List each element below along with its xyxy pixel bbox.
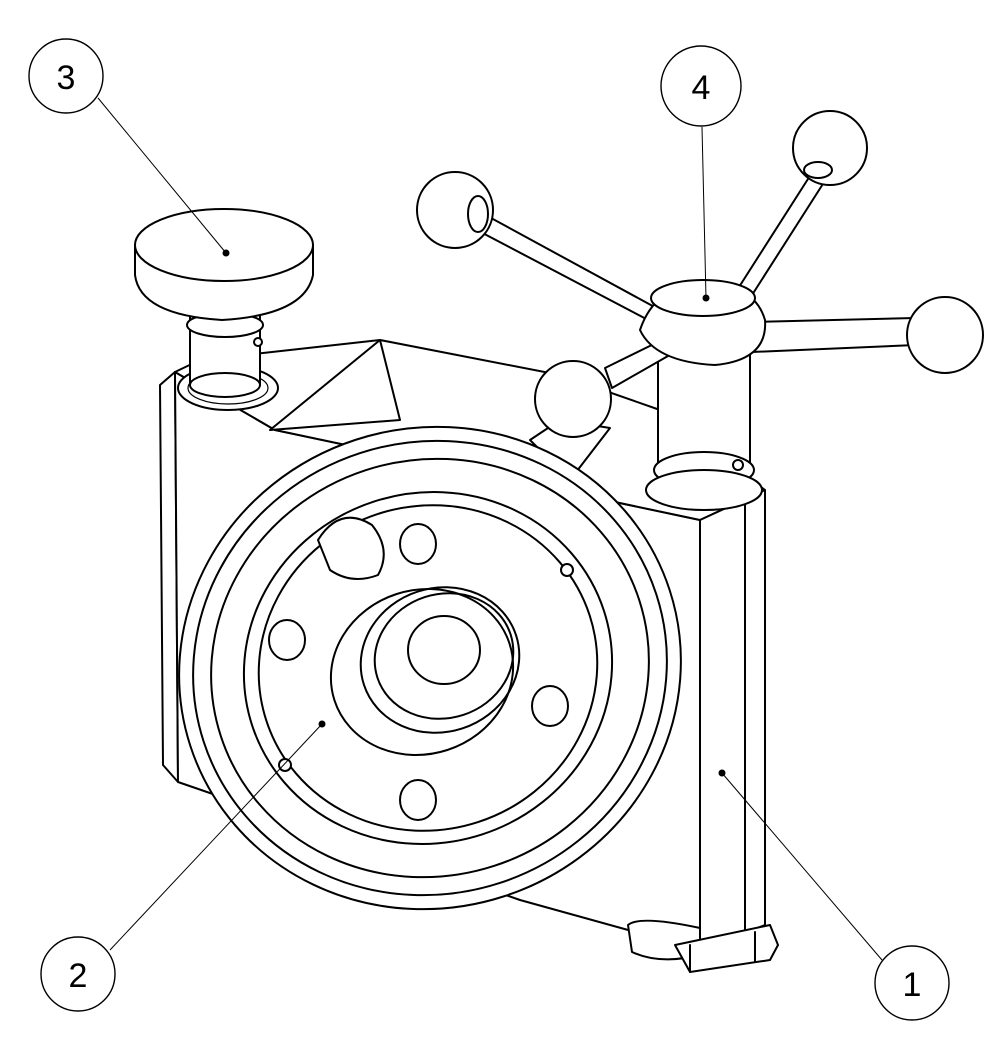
bottom-nut [627, 919, 779, 973]
callout-1-label: 1 [903, 966, 922, 1004]
callout-4-label: 4 [692, 69, 711, 107]
callout-4: 4 [660, 45, 742, 127]
leader-2 [109, 723, 323, 951]
knob-part-3 [134, 208, 314, 398]
leader-1 [721, 772, 883, 961]
leader-1-dot [718, 769, 726, 777]
callout-3-label: 3 [57, 59, 76, 97]
leader-2-dot [318, 720, 326, 728]
leader-4 [701, 126, 707, 299]
callout-1: 1 [874, 945, 950, 1021]
flange-disc [178, 425, 682, 911]
leaders [97, 97, 883, 961]
leader-3 [97, 97, 227, 254]
callout-3: 3 [28, 38, 104, 114]
handwheel-part-4 [416, 110, 984, 511]
leader-4-dot [702, 294, 710, 302]
callout-2: 2 [40, 936, 116, 1012]
leader-3-dot [222, 249, 230, 257]
callout-2-label: 2 [69, 957, 88, 995]
